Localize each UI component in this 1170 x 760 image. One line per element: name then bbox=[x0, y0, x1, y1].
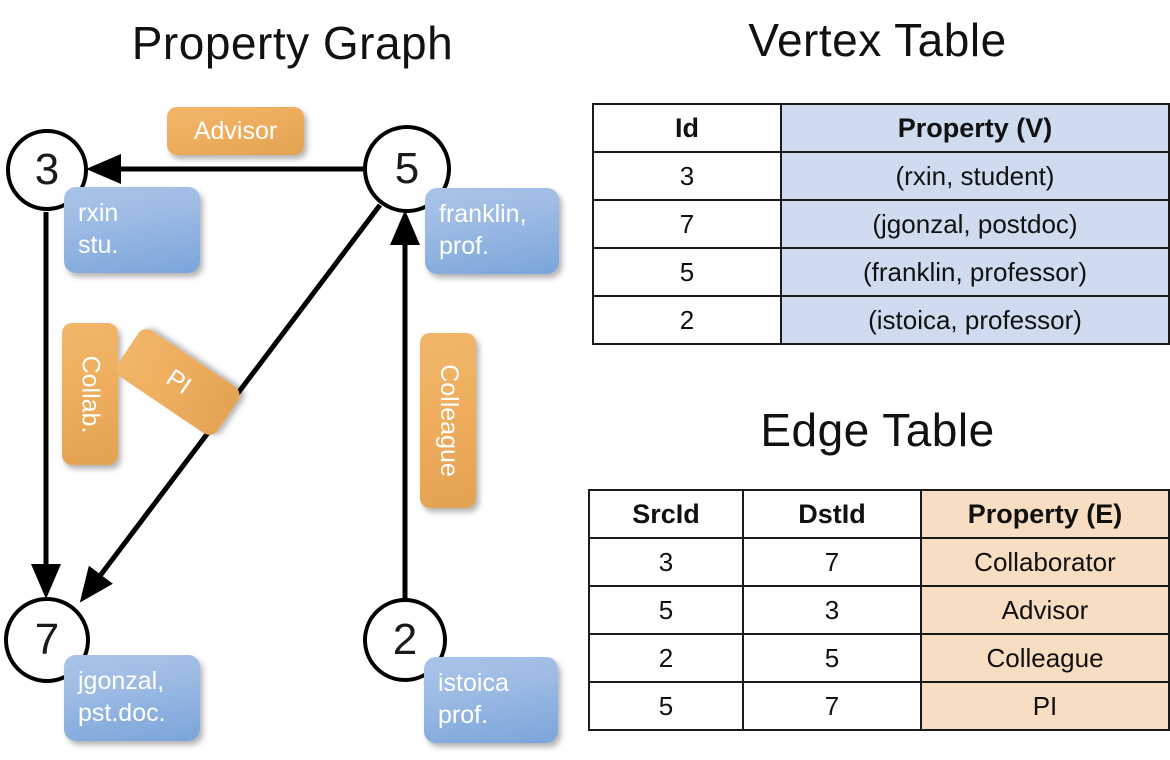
edge-row-0-dst: 7 bbox=[742, 537, 922, 587]
table-row[interactable]: 2 (istoica, professor) bbox=[592, 295, 1170, 345]
graph-node-2[interactable]: 2 bbox=[363, 598, 447, 682]
vertex-property-box-istoica[interactable]: istoica prof. bbox=[424, 657, 558, 743]
edge-row-3-src: 5 bbox=[588, 681, 744, 731]
graph-node-2-label: 2 bbox=[392, 615, 418, 664]
vertex-property-istoica-line1: istoica bbox=[438, 669, 509, 697]
edge-row-3-property: PI bbox=[920, 681, 1170, 731]
page-title-property-graph: Property Graph bbox=[131, 17, 454, 69]
table-row[interactable]: 5 3 Advisor bbox=[588, 585, 1170, 635]
vertex-property-istoica-line2: prof. bbox=[438, 701, 489, 729]
edge-label-advisor[interactable]: Advisor bbox=[167, 107, 304, 155]
vertex-property-franklin-line1: franklin, bbox=[439, 200, 527, 228]
edge-label-pi-text: PI bbox=[160, 363, 196, 400]
vertex-property-jgonzal-line1: jgonzal, bbox=[78, 667, 165, 695]
edge-table: SrcId DstId Property (E) 3 7 Collaborato… bbox=[588, 489, 1170, 731]
edge-label-collab-text: Collab. bbox=[76, 355, 105, 433]
edge-row-3-dst: 7 bbox=[742, 681, 922, 731]
vertex-property-rxin-line1: rxin bbox=[78, 199, 119, 227]
table-row[interactable]: 3 7 Collaborator bbox=[588, 537, 1170, 587]
vertex-row-0-id: 3 bbox=[592, 151, 782, 201]
vertex-row-1-property: (jgonzal, postdoc) bbox=[780, 199, 1170, 249]
vertex-row-3-property: (istoica, professor) bbox=[780, 295, 1170, 345]
vertex-property-rxin-line2: stu. bbox=[78, 231, 119, 259]
vertex-table-header-property: Property (V) bbox=[780, 103, 1170, 153]
edge-label-collab[interactable]: Collab. bbox=[62, 323, 118, 465]
table-row[interactable]: 2 5 Colleague bbox=[588, 633, 1170, 683]
edge-row-2-dst: 5 bbox=[742, 633, 922, 683]
vertex-property-box-franklin[interactable]: franklin, prof. bbox=[425, 188, 559, 274]
edge-row-2-property: Colleague bbox=[920, 633, 1170, 683]
edge-row-1-property: Advisor bbox=[920, 585, 1170, 635]
vertex-table-header-id: Id bbox=[592, 103, 782, 153]
property-graph-diagram: 3 5 7 2 rxin stu. franklin, prof. jgonza… bbox=[4, 107, 559, 743]
table-row[interactable]: 7 (jgonzal, postdoc) bbox=[592, 199, 1170, 249]
page-title-vertex-table: Vertex Table bbox=[748, 14, 1007, 66]
graph-node-3-label: 3 bbox=[34, 145, 60, 194]
vertex-property-box-rxin[interactable]: rxin stu. bbox=[64, 187, 200, 273]
edge-label-colleague[interactable]: Colleague bbox=[420, 333, 476, 508]
vertex-property-franklin-line2: prof. bbox=[439, 232, 490, 260]
edge-label-colleague-text: Colleague bbox=[434, 364, 463, 477]
table-row[interactable]: 3 (rxin, student) bbox=[592, 151, 1170, 201]
table-row[interactable]: 5 7 PI bbox=[588, 681, 1170, 731]
page-title-edge-table: Edge Table bbox=[760, 404, 995, 456]
edge-label-advisor-text: Advisor bbox=[193, 116, 278, 145]
edge-row-0-property: Collaborator bbox=[920, 537, 1170, 587]
edge-table-header-dstid: DstId bbox=[742, 489, 922, 539]
graph-node-7-label: 7 bbox=[34, 615, 60, 664]
vertex-property-jgonzal-line2: pst.doc. bbox=[78, 699, 166, 727]
vertex-row-0-property: (rxin, student) bbox=[780, 151, 1170, 201]
vertex-row-3-id: 2 bbox=[592, 295, 782, 345]
vertex-property-box-jgonzal[interactable]: jgonzal, pst.doc. bbox=[64, 655, 200, 741]
edge-table-header-property: Property (E) bbox=[920, 489, 1170, 539]
edge-table-header-srcid: SrcId bbox=[588, 489, 744, 539]
vertex-row-1-id: 7 bbox=[592, 199, 782, 249]
table-row[interactable]: 5 (franklin, professor) bbox=[592, 247, 1170, 297]
edge-row-1-dst: 3 bbox=[742, 585, 922, 635]
vertex-row-2-id: 5 bbox=[592, 247, 782, 297]
edge-table-header-row: SrcId DstId Property (E) bbox=[588, 489, 1170, 539]
vertex-table-header-row: Id Property (V) bbox=[592, 103, 1170, 153]
edge-row-2-src: 2 bbox=[588, 633, 744, 683]
edge-row-0-src: 3 bbox=[588, 537, 744, 587]
vertex-table: Id Property (V) 3 (rxin, student) 7 (jgo… bbox=[592, 103, 1170, 345]
edge-row-1-src: 5 bbox=[588, 585, 744, 635]
vertex-row-2-property: (franklin, professor) bbox=[780, 247, 1170, 297]
graph-node-5-label: 5 bbox=[394, 144, 420, 193]
